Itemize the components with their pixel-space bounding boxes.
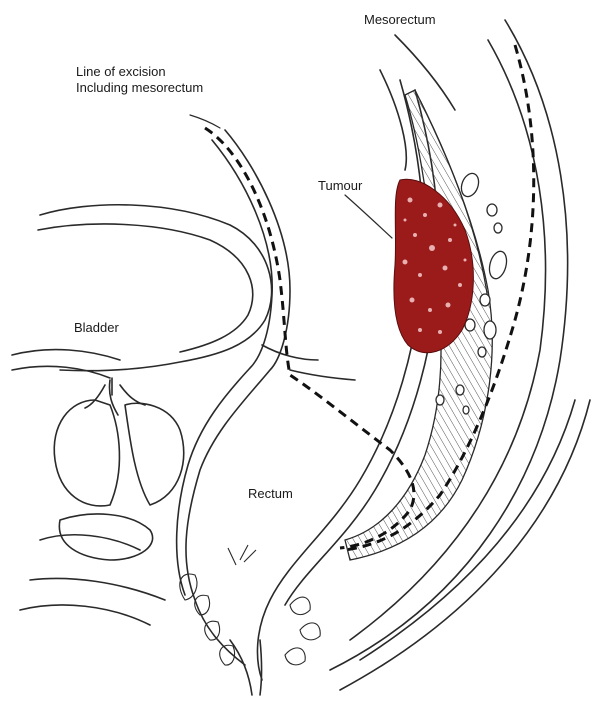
excision-line xyxy=(205,128,414,548)
lymph-node xyxy=(478,347,486,357)
label-tumour: Tumour xyxy=(318,178,362,194)
prostate-left xyxy=(54,400,119,506)
label-rectum: Rectum xyxy=(248,486,293,502)
rectum-posterior-wall xyxy=(257,80,423,680)
lymph-node xyxy=(487,249,510,280)
rectum-anterior-wall xyxy=(186,130,290,665)
lymph-node xyxy=(463,406,469,414)
label-bladder: Bladder xyxy=(74,320,119,336)
pointer-excision xyxy=(190,115,220,128)
label-line-of-excision: Line of excision xyxy=(76,64,166,80)
label-including-mesorectum: Including mesorectum xyxy=(76,80,203,96)
lymph-node xyxy=(458,171,481,199)
lymph-node xyxy=(494,223,502,233)
prostate-right xyxy=(125,403,184,505)
lymph-node xyxy=(480,294,490,306)
label-mesorectum: Mesorectum xyxy=(364,12,436,28)
bladder-outline xyxy=(40,205,272,371)
pointer-tumour xyxy=(345,195,392,238)
lymph-node xyxy=(436,395,444,405)
lymph-node xyxy=(456,385,464,395)
lymph-node xyxy=(484,321,496,339)
lymph-node xyxy=(487,204,497,216)
